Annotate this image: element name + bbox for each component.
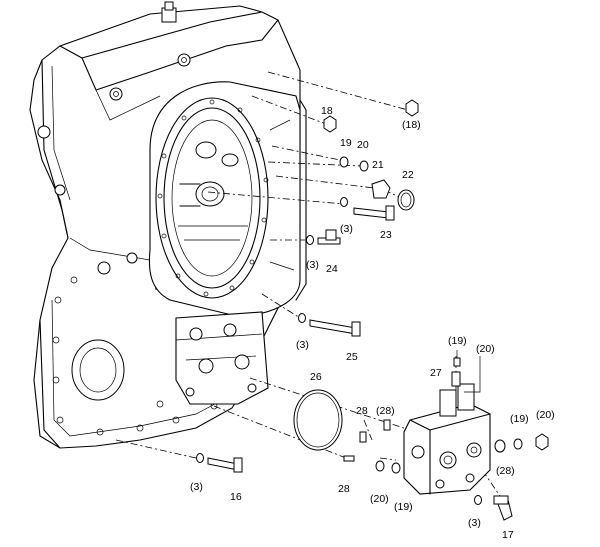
bell-housing-ring — [148, 81, 307, 317]
label-28-a: 28 — [356, 405, 368, 417]
label-3-c: (3) — [296, 339, 309, 351]
label-22: 22 — [402, 169, 414, 181]
label-19-paren-top: (19) — [448, 335, 467, 347]
label-3-d: (3) — [190, 481, 203, 493]
label-19-paren-right: (19) — [510, 413, 529, 425]
label-28-b: 28 — [338, 483, 350, 495]
label-3-b: (3) — [306, 259, 319, 271]
label-28-paren-b: (28) — [496, 465, 515, 477]
hardware-parts — [196, 99, 419, 473]
label-28-paren-a: (28) — [376, 405, 395, 417]
valve-block — [343, 350, 549, 521]
label-20-paren-bottom: (20) — [370, 493, 389, 505]
label-24: 24 — [326, 263, 338, 275]
label-18: 18 — [321, 105, 333, 117]
leader-lines — [115, 71, 501, 497]
label-16: 16 — [230, 491, 242, 503]
label-3-a: (3) — [340, 223, 353, 235]
label-25: 25 — [346, 351, 358, 363]
label-20-paren-right: (20) — [536, 409, 555, 421]
label-18-paren: (18) — [402, 119, 421, 131]
label-17: 17 — [502, 529, 514, 541]
label-26: 26 — [310, 371, 322, 383]
label-20-paren-top: (20) — [476, 343, 495, 355]
label-3-e: (3) — [468, 517, 481, 529]
attached-pump-body — [175, 311, 269, 405]
label-27: 27 — [430, 367, 442, 379]
part-labels: 18 (18) 19 20 21 22 (3) 23 (3) 24 (3) 25… — [190, 105, 555, 541]
label-21: 21 — [372, 159, 384, 171]
label-23: 23 — [380, 229, 392, 241]
label-19: 19 — [340, 137, 352, 149]
label-19-paren-bottom: (19) — [394, 501, 413, 513]
label-20: 20 — [357, 139, 369, 151]
